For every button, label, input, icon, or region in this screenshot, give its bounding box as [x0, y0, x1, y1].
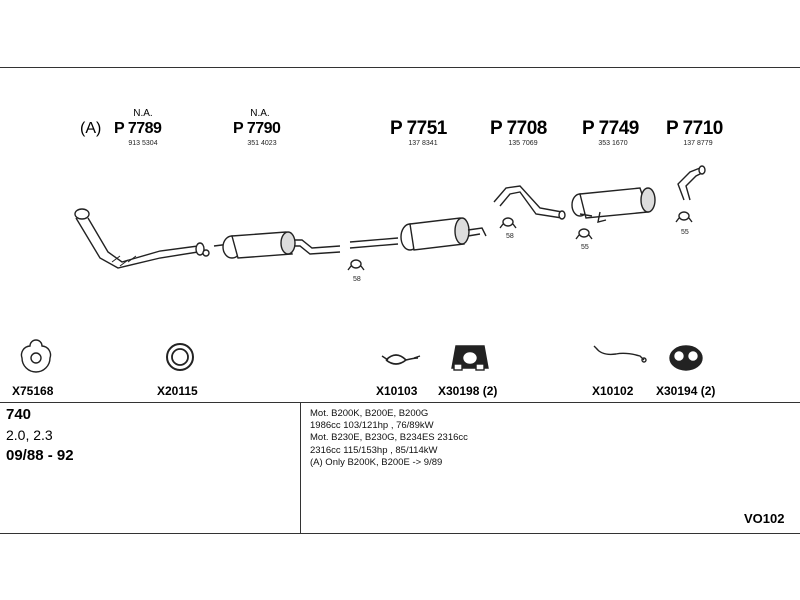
accessory-code[interactable]: X10102	[592, 384, 634, 398]
hanger-icon[interactable]	[669, 345, 703, 371]
note-line: Mot. B230E, B230G, B234ES 2316cc	[310, 432, 468, 444]
part-number[interactable]: P 7789	[114, 120, 162, 137]
middle-silencer-icon[interactable]	[349, 217, 487, 251]
part-oe-number: 137 8341	[408, 140, 438, 147]
vehicle-years: 09/88 - 92	[6, 447, 74, 464]
note-line: (A) Only B200K, B200E -> 9/89	[310, 456, 443, 468]
accessory-code[interactable]: X30198 (2)	[438, 384, 498, 398]
part-number[interactable]: P 7790	[233, 120, 281, 137]
gasket-icon[interactable]	[20, 339, 52, 373]
bracket-icon[interactable]	[593, 345, 647, 363]
part-oe-number: 913 5304	[128, 140, 158, 147]
accessory-code[interactable]: X30194 (2)	[656, 384, 716, 398]
rubber-mount-icon[interactable]	[451, 345, 489, 371]
part-na-label: N.A.	[250, 108, 270, 119]
clamp-size-label: 58	[353, 276, 361, 283]
note-line: 2316cc 115/153hp , 85/114kW	[310, 444, 438, 456]
clamp-icon[interactable]	[575, 228, 593, 240]
vehicle-model: 740	[6, 406, 32, 423]
tail-pipe-icon[interactable]	[677, 165, 706, 201]
front-pipe-icon[interactable]	[74, 208, 210, 269]
engine-notes: Mot. B200K, B200E, B200G 1986cc 103/121h…	[310, 408, 468, 469]
part-oe-number: 351 4023	[247, 140, 277, 147]
accessory-code[interactable]: X10103	[376, 384, 418, 398]
clamp-size-label: 55	[581, 244, 589, 251]
diagram-frame	[0, 67, 800, 534]
divider-vertical	[300, 402, 301, 534]
clamp-icon[interactable]	[381, 354, 421, 365]
intermediate-pipe-icon[interactable]	[493, 185, 566, 220]
clamp-size-label: 55	[681, 229, 689, 236]
part-prefix: (A)	[80, 120, 102, 137]
clamp-icon[interactable]	[675, 211, 693, 223]
part-number[interactable]: P 7710	[666, 118, 723, 139]
accessory-code[interactable]: X75168	[12, 384, 54, 398]
part-number[interactable]: P 7749	[582, 118, 639, 139]
part-oe-number: 137 8779	[683, 140, 713, 147]
part-oe-number: 135 7069	[508, 140, 538, 147]
accessory-code[interactable]: X20115	[157, 384, 198, 398]
rear-silencer-icon[interactable]	[571, 187, 656, 223]
divider-horizontal	[0, 402, 800, 403]
note-line: 1986cc 103/121hp , 76/89kW	[310, 420, 434, 432]
note-line: Mot. B200K, B200E, B200G	[310, 408, 429, 419]
ring-icon[interactable]	[166, 343, 194, 371]
part-number[interactable]: P 7751	[390, 118, 447, 139]
vehicle-engine: 2.0, 2.3	[6, 427, 53, 443]
reference-code: VO102	[744, 511, 785, 526]
part-oe-number: 353 1670	[598, 140, 628, 147]
clamp-icon[interactable]	[499, 217, 517, 229]
part-number[interactable]: P 7708	[490, 118, 547, 139]
clamp-icon[interactable]	[347, 259, 365, 271]
front-silencer-icon[interactable]	[213, 231, 341, 259]
part-na-label: N.A.	[133, 108, 153, 119]
clamp-size-label: 58	[506, 233, 514, 240]
